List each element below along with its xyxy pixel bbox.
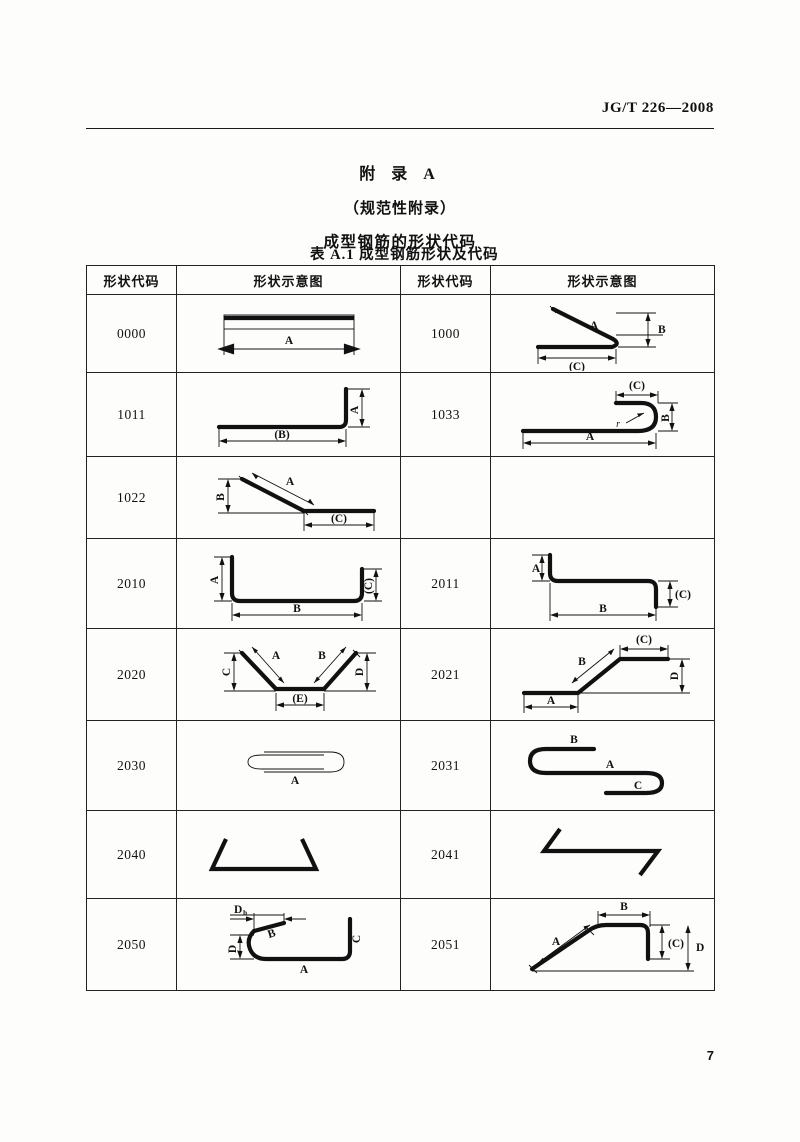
shape-figure-2010: A (C) B <box>176 538 401 629</box>
dim-label-B: B <box>660 413 672 421</box>
dim-label-A: A <box>551 936 560 948</box>
dim-label-B: B <box>620 901 628 913</box>
title-block: 附 录 A （规范性附录） 成型钢筋的形状代码 <box>0 160 800 252</box>
header-code-1: 形状代码 <box>86 265 177 295</box>
header-code-2: 形状代码 <box>400 265 491 295</box>
shape-figure-2020: A B C <box>176 628 401 721</box>
dim-subscript-v: v <box>237 947 241 956</box>
table-row: 2040 2041 <box>86 810 715 899</box>
table-row: 2010 A (C) <box>86 538 715 629</box>
header-figure-1: 形状示意图 <box>176 265 401 295</box>
dim-label-E: (E) <box>292 693 308 705</box>
dim-label-r: r <box>616 419 620 430</box>
dim-label-B: B <box>318 650 326 662</box>
dim-label-A: A <box>284 335 293 347</box>
page-number: 7 <box>706 1048 714 1063</box>
shape-figure-2031: B A C <box>490 720 715 811</box>
dim-label-C: C <box>351 934 363 942</box>
dim-label-C: (C) <box>629 380 645 392</box>
shape-figure-2051: A B (C) <box>490 898 715 991</box>
dim-subscript-h: h <box>243 908 248 917</box>
table-row: 2020 A B <box>86 628 715 721</box>
annex-type: （规范性附录） <box>343 201 456 217</box>
table-row: 2030 A 2031 B A C <box>86 720 715 811</box>
shape-figure-1033: (C) B A <box>490 372 715 457</box>
shape-code: 2050 <box>86 898 177 991</box>
shape-figure-2021: B (C) D <box>490 628 715 721</box>
dim-label-A: A <box>585 431 594 443</box>
shape-code: 2031 <box>400 720 491 811</box>
standard-number: JG/T 226—2008 <box>601 100 714 116</box>
dim-label-C: (C) <box>331 513 347 525</box>
dim-label-B: (B) <box>274 429 290 441</box>
table-row: 0000 A 1000 <box>86 294 715 373</box>
dim-label-A: A <box>546 695 555 707</box>
table-row: 1022 A B <box>86 456 715 539</box>
shape-figure-2041 <box>490 810 715 899</box>
dim-label-A: A <box>290 775 299 787</box>
dim-label-C: (C) <box>675 589 691 601</box>
dim-label-D: D <box>696 942 704 954</box>
shape-code: 1022 <box>86 456 177 539</box>
shape-code: 2021 <box>400 628 491 721</box>
shape-figure-2011: A (C) B <box>490 538 715 629</box>
dim-label-D: D <box>354 667 366 675</box>
dim-label-B: B <box>266 927 277 941</box>
dim-label-A: A <box>349 405 361 414</box>
dim-label-C: (C) <box>569 361 585 371</box>
shape-code: 2051 <box>400 898 491 991</box>
shape-code: 2041 <box>400 810 491 899</box>
shape-code <box>400 456 491 539</box>
dim-label-C: (C) <box>668 938 684 950</box>
header-rule <box>86 128 714 129</box>
dim-label-A: A <box>209 575 221 584</box>
shape-code: 2040 <box>86 810 177 899</box>
shape-figure-empty <box>490 456 715 539</box>
shape-code: 2020 <box>86 628 177 721</box>
shape-code: 1011 <box>86 372 177 457</box>
dim-label-B: B <box>215 492 227 500</box>
dim-label-D: D <box>669 671 681 679</box>
dim-label-A: A <box>271 650 280 662</box>
dim-label-B: B <box>570 734 578 746</box>
dim-label-A: A <box>605 759 614 771</box>
shape-figure-1000: A B (C) <box>490 294 715 373</box>
table-row: 1011 A (B) <box>86 372 715 457</box>
shape-code: 1000 <box>400 294 491 373</box>
dim-label-C: C <box>633 780 641 792</box>
dim-label-A: A <box>531 563 540 575</box>
shape-figure-2030: A <box>176 720 401 811</box>
dim-label-B: B <box>578 656 586 668</box>
table-header-row: 形状代码 形状示意图 形状代码 形状示意图 <box>86 265 715 295</box>
annex-title: 附 录 A <box>359 166 441 183</box>
dim-label-C: (C) <box>636 634 652 646</box>
shape-figure-2050: D h D v B A C <box>176 898 401 991</box>
dim-label-A: A <box>589 320 598 332</box>
shape-code: 2011 <box>400 538 491 629</box>
dim-label-B: B <box>658 324 666 336</box>
dim-label-Dh: D <box>234 904 242 916</box>
dim-label-B: B <box>599 603 607 615</box>
shape-code: 1033 <box>400 372 491 457</box>
shape-code: 2010 <box>86 538 177 629</box>
shape-code-table: 形状代码 形状示意图 形状代码 形状示意图 0000 <box>86 265 715 991</box>
dim-label-C: (C) <box>363 577 375 593</box>
table-row: 2050 D h <box>86 898 715 991</box>
annex-name: 成型钢筋的形状代码 <box>323 234 477 251</box>
dim-label-Dv: D <box>227 944 239 952</box>
dim-label-A: A <box>299 964 308 976</box>
shape-figure-2040 <box>176 810 401 899</box>
shape-code: 0000 <box>86 294 177 373</box>
shape-figure-1022: A B (C) <box>176 456 401 539</box>
table-caption: 表 A.1 成型钢筋形状及代码 <box>310 247 499 263</box>
dim-label-A: A <box>285 476 294 488</box>
header-figure-2: 形状示意图 <box>490 265 715 295</box>
shape-figure-1011: A (B) <box>176 372 401 457</box>
dim-label-C: C <box>221 667 233 675</box>
shape-figure-0000: A <box>176 294 401 373</box>
shape-code: 2030 <box>86 720 177 811</box>
dim-label-B: B <box>293 603 301 615</box>
